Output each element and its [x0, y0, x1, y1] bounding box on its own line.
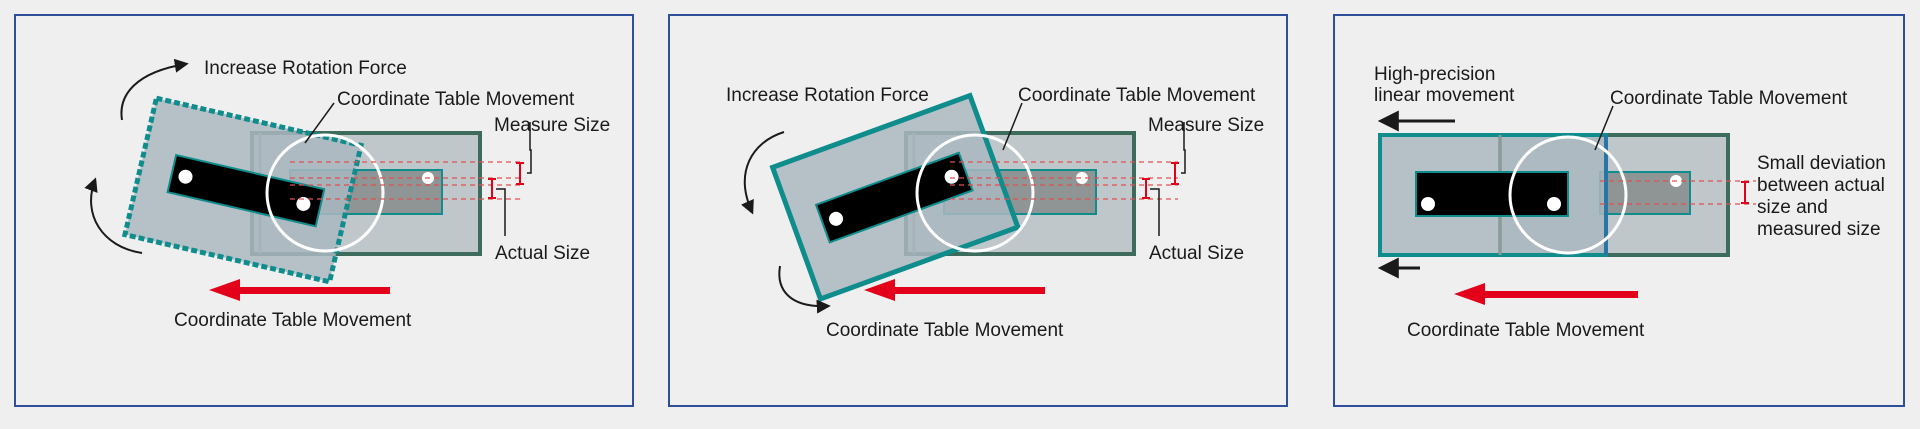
panel-2: Increase Rotation Force Coordinate Table…	[668, 14, 1288, 407]
panel-2-reference-hole	[1076, 172, 1088, 184]
panel-1-rotated-carrier	[121, 95, 365, 285]
panel-1-movement-arrow	[209, 279, 390, 301]
panel-2-table-movement-top-label: Coordinate Table Movement	[1018, 85, 1256, 106]
panel-3-deviation-line2: between actual	[1757, 175, 1885, 196]
panel-1-table-movement-top-label: Coordinate Table Movement	[337, 89, 575, 110]
panel-2-rotation-force-label: Increase Rotation Force	[726, 85, 929, 106]
panel-2-movement-arrow	[864, 279, 1045, 301]
panel-1-part	[166, 153, 326, 228]
panel-3-linear-movement-line2: linear movement	[1374, 85, 1515, 106]
panel-3-deviation-line3: size and	[1757, 197, 1828, 218]
panel-1-measure-size-label: Measure Size	[494, 115, 610, 136]
panel-1-table-movement-bottom-label: Coordinate Table Movement	[174, 310, 412, 331]
panel-1-actual-size-label: Actual Size	[495, 243, 590, 264]
panel-2-rotation-arrow-top	[741, 131, 785, 215]
panel-1-rotation-force-label: Increase Rotation Force	[204, 58, 407, 79]
panel-2-inspection-circle	[915, 133, 1035, 253]
panel-2-rotation-arrow-bottom	[778, 265, 831, 314]
panel-3-part	[1415, 171, 1569, 217]
panel-1-inspection-circle	[265, 133, 385, 253]
panel-2-part	[814, 151, 974, 244]
panel-3-inspection-circle	[1508, 135, 1628, 255]
panel-3-deviation-line1: Small deviation	[1757, 153, 1886, 174]
panel-3-movement-arrow	[1454, 283, 1638, 305]
panel-2-measure-size-label: Measure Size	[1148, 115, 1264, 136]
panel-2-table-movement-bottom-label: Coordinate Table Movement	[826, 320, 1064, 341]
panel-3-table-movement-top-label: Coordinate Table Movement	[1610, 88, 1848, 109]
panel-1-rotation-arrow-bottom	[84, 177, 143, 254]
panel-1-rotation-arrow-top	[120, 58, 189, 121]
panel-3-deviation-line4: measured size	[1757, 219, 1881, 240]
panel-1: Increase Rotation Force Coordinate Table…	[14, 14, 634, 407]
panel-3-linear-movement-line1: High-precision	[1374, 64, 1495, 85]
panel-3: High-precision linear movement Coordinat…	[1333, 14, 1905, 407]
panel-3-table-movement-bottom-label: Coordinate Table Movement	[1407, 320, 1645, 341]
panel-2-actual-size-label: Actual Size	[1149, 243, 1244, 264]
